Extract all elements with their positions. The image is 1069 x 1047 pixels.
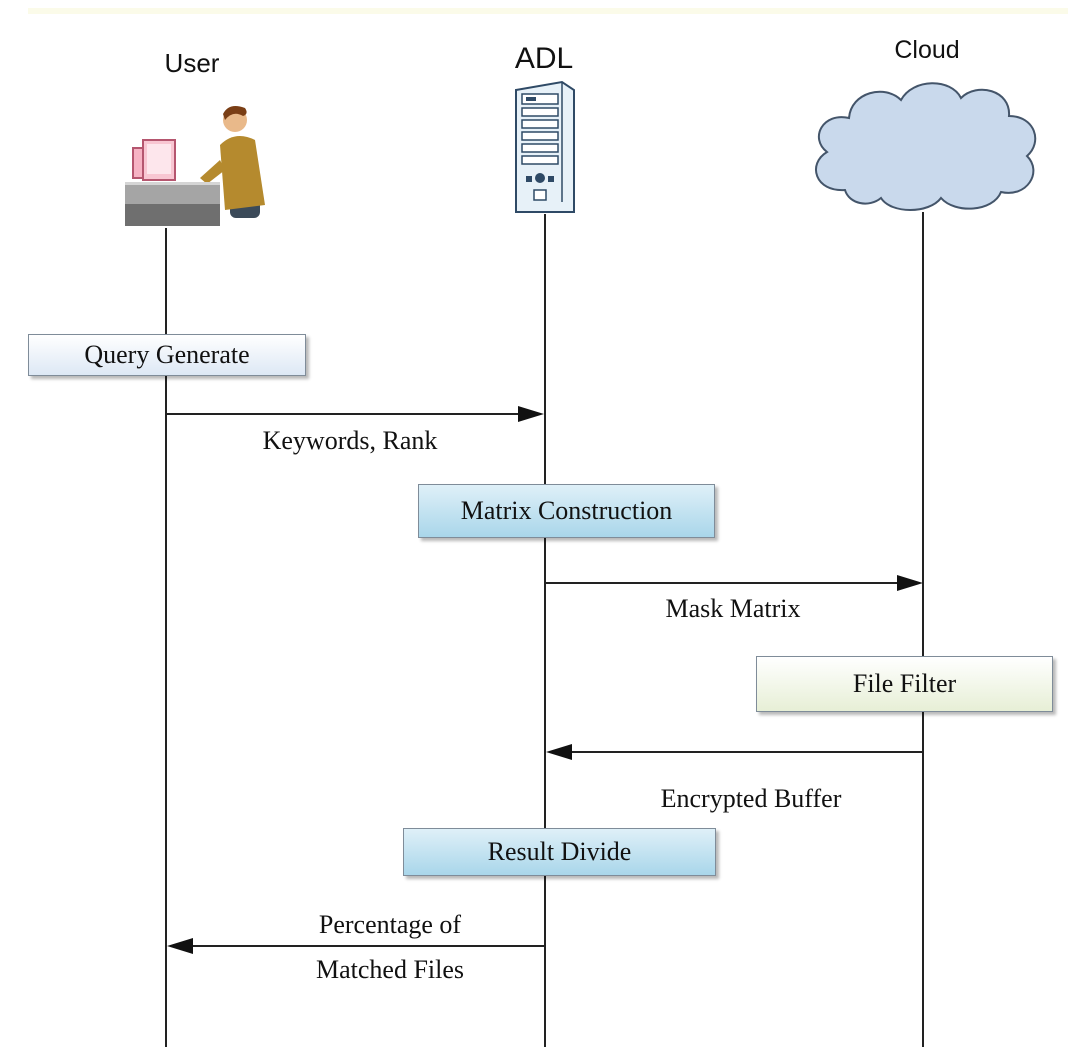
message-arrow-encrypted-buffer: [570, 751, 922, 753]
message-label-keywords-rank: Keywords, Rank: [262, 426, 438, 455]
user-at-computer-icon: [125, 106, 265, 226]
lifeline-user: [165, 228, 167, 1047]
message-arrow-keywords-rank: [166, 413, 520, 415]
message-arrow-mask-matrix: [545, 582, 899, 584]
step-query-generate: Query Generate: [28, 334, 306, 376]
message-label-mask-matrix: Mask Matrix: [665, 594, 801, 623]
server-tower-icon: [515, 80, 575, 213]
step-result-divide-label: Result Divide: [487, 837, 632, 866]
step-file-filter-label: File Filter: [852, 669, 957, 698]
actor-label-adl: ADL: [514, 42, 574, 75]
arrow-head-left-icon: [167, 938, 193, 954]
step-query-generate-label: Query Generate: [84, 340, 250, 369]
message-arrow-percentage-matched: [192, 945, 544, 947]
arrow-head-left-icon: [546, 744, 572, 760]
actor-label-cloud: Cloud: [894, 36, 960, 64]
cloud-icon: [815, 82, 1037, 211]
step-result-divide: Result Divide: [403, 828, 716, 876]
step-matrix-construction-label: Matrix Construction: [460, 496, 673, 525]
top-rule: [28, 8, 1068, 14]
step-matrix-construction: Matrix Construction: [418, 484, 715, 538]
message-label-encrypted-buffer: Encrypted Buffer: [660, 784, 842, 813]
arrow-head-right-icon: [518, 406, 544, 422]
lifeline-cloud: [922, 212, 924, 1047]
step-file-filter: File Filter: [756, 656, 1053, 712]
lifeline-adl: [544, 214, 546, 1047]
arrow-head-right-icon: [897, 575, 923, 591]
message-label-percentage-line2: Matched Files: [315, 955, 465, 984]
actor-label-user: User: [164, 48, 220, 78]
message-label-percentage-line1: Percentage of: [318, 910, 462, 939]
